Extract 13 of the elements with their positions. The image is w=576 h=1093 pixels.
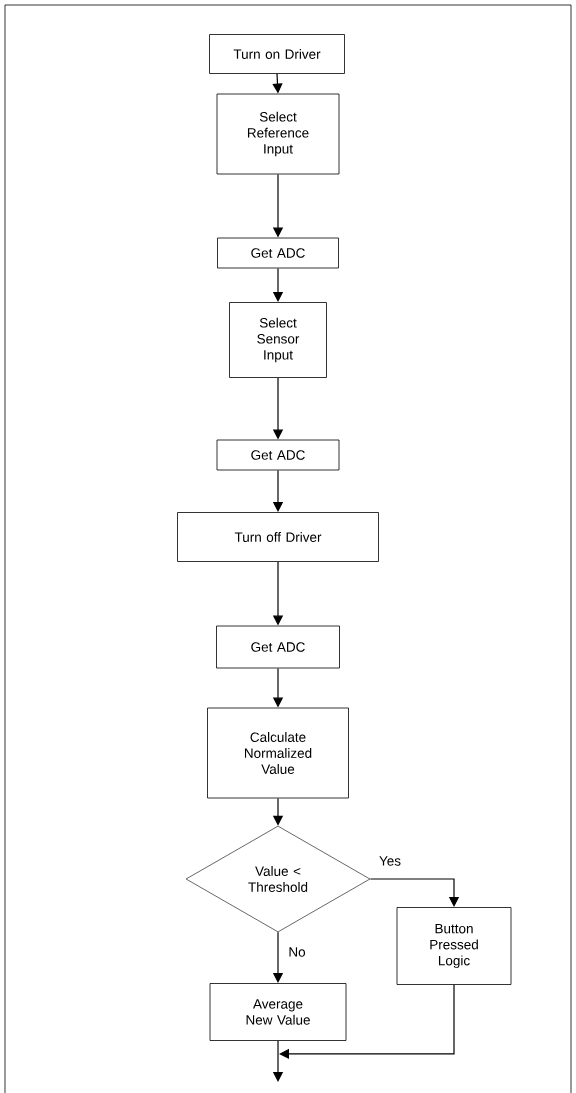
process-box: Average New Value xyxy=(209,983,347,1041)
process-box: Get ADC xyxy=(216,439,340,471)
edge-label: Yes xyxy=(378,855,402,867)
process-box: Turn on Driver xyxy=(209,34,345,74)
process-box: Select Sensor Input xyxy=(229,302,327,378)
process-box: Turn off Driver xyxy=(177,512,379,562)
process-box: Get ADC xyxy=(216,625,340,669)
process-box: Select Reference Input xyxy=(216,93,340,175)
process-box: Button Pressed Logic xyxy=(396,907,512,985)
process-box: Get ADC xyxy=(217,237,339,269)
edge-label: No xyxy=(287,946,307,958)
arrow xyxy=(279,984,455,1060)
process-box: Calculate Normalized Value xyxy=(207,707,349,799)
